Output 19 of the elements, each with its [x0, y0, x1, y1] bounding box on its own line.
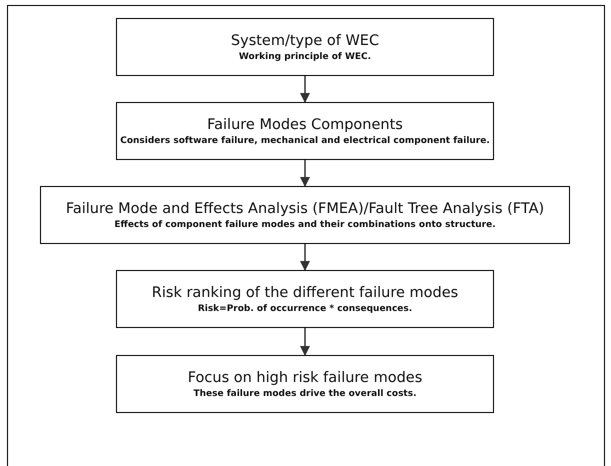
process-box — [116, 102, 494, 160]
box-heading: Failure Mode and Effects Analysis (FMEA)/Fault Tree Analysis (FTA) — [66, 200, 544, 218]
process-box — [116, 355, 494, 413]
box-description: Effects of component failure modes and their combinations onto structure. — [114, 218, 496, 230]
box-description: Risk=Prob. of occurrence * consequences. — [198, 302, 412, 314]
box-description: Working principle of WEC. — [238, 50, 372, 62]
process-box — [40, 186, 570, 244]
arrow — [300, 76, 310, 103]
box-heading: Failure Modes Components — [207, 116, 403, 134]
arrow — [300, 160, 310, 187]
arrow — [300, 244, 310, 271]
box-heading: System/type of WEC — [230, 32, 380, 50]
process-box — [116, 270, 494, 328]
process-box — [116, 18, 494, 76]
box-heading: Risk ranking of the different failure modes — [152, 284, 458, 302]
arrow — [300, 328, 310, 356]
box-description: Considers software failure, mechanical and electrical component failure. — [120, 134, 490, 146]
box-heading: Focus on high risk failure modes — [188, 368, 422, 388]
box-description: These failure modes drive the overall costs. — [193, 388, 417, 400]
